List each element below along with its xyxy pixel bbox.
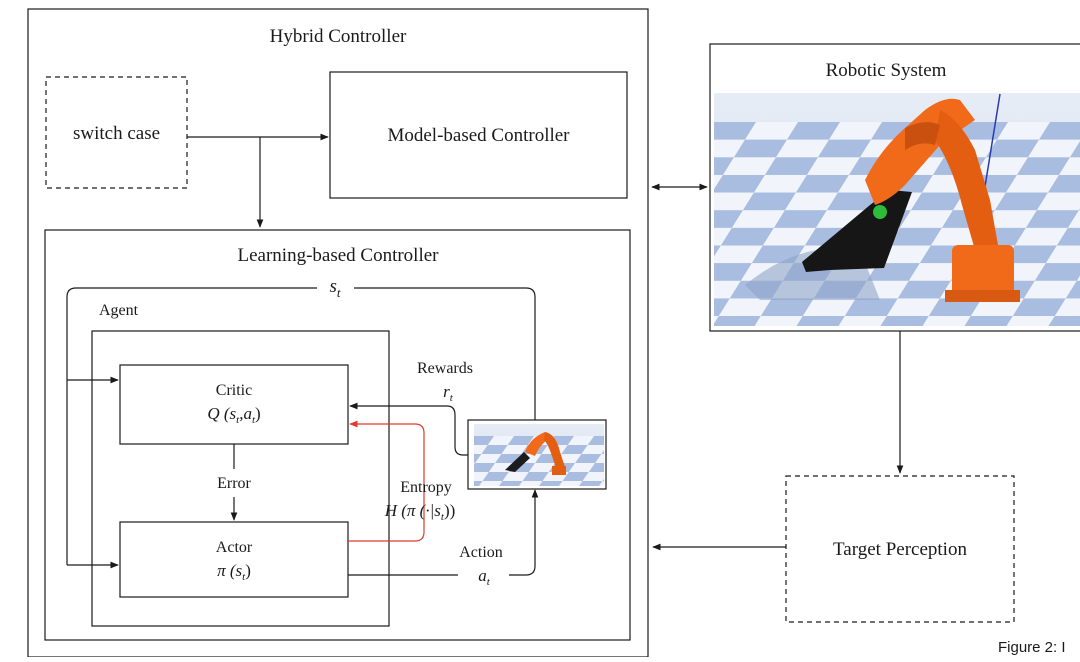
action-arrow [348,490,535,576]
robotic-system-title: Robotic System [826,60,947,81]
action-label: Action [459,544,503,561]
learning-controller-box [44,229,631,641]
entropy-label: Entropy [400,479,452,496]
robot-simulation-image [714,93,1080,326]
error-label: Error [217,475,251,492]
rewards-symbol: rt [443,382,454,404]
environment-thumbnail [467,419,607,490]
switch-case-label: switch case [73,123,160,144]
entropy-arrow [348,420,425,542]
target-perception-box [785,475,1015,623]
model-based-controller-box [329,71,628,199]
figure-caption-fragment: Figure 2: I [998,639,1066,656]
rewards-arrow [349,402,472,456]
entropy-formula: H (π (·|st)) [384,501,456,523]
state-feedback-line [66,287,536,565]
target-perception-label: Target Perception [833,539,967,560]
hybrid-controller-title: Hybrid Controller [270,26,407,47]
agent-box [91,330,390,627]
actor-box [119,521,349,598]
model-based-controller-label: Model-based Controller [387,125,570,146]
critic-formula: Q (st,at) [207,404,260,426]
critic-label: Critic [216,382,252,399]
actor-label: Actor [216,539,253,556]
state-symbol: st [329,276,340,300]
actor-formula: π (st) [217,561,251,583]
action-symbol: at [478,566,491,588]
agent-label: Agent [99,302,139,319]
rewards-label: Rewards [417,360,473,377]
learning-controller-title: Learning-based Controller [237,245,439,266]
